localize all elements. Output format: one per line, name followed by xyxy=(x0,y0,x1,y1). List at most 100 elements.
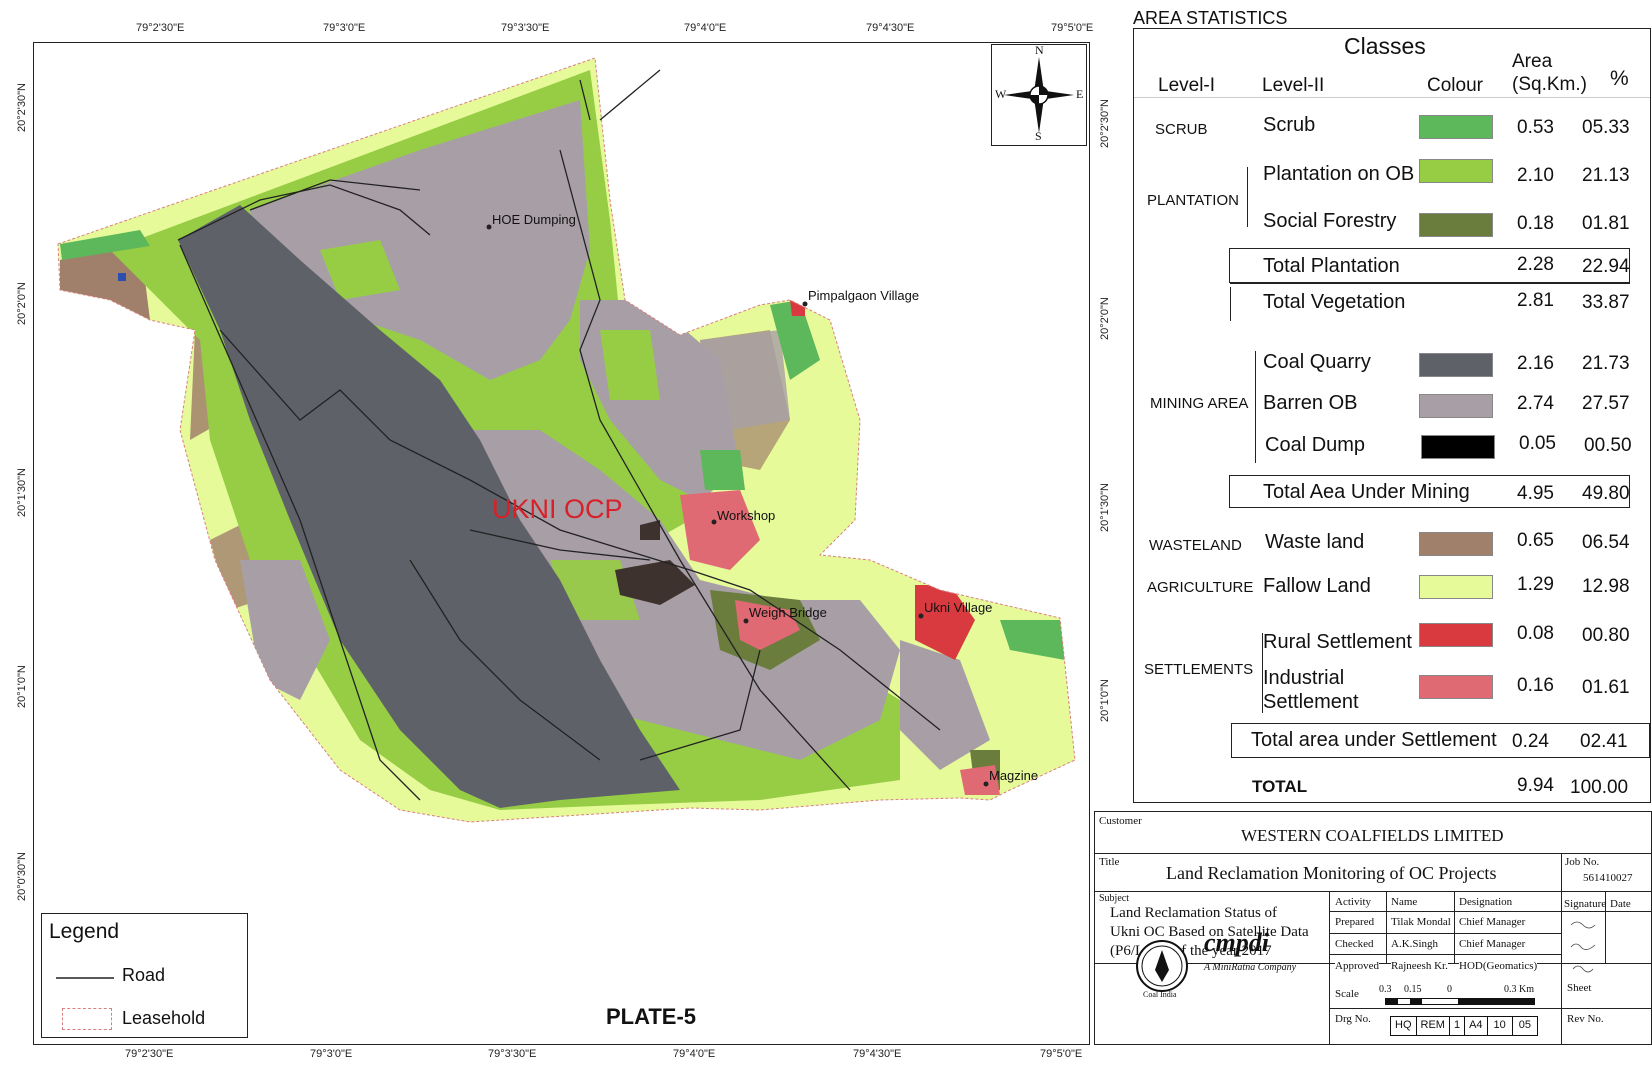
row-industrial-settlement-area: 0.16 xyxy=(1517,675,1554,696)
top-tick: 79°2'30"E xyxy=(136,22,185,34)
swatch-barren-ob xyxy=(1419,394,1493,418)
drg-cell: A4 xyxy=(1465,1017,1488,1035)
row-checked-activity: Checked xyxy=(1335,938,1374,950)
row-barren-ob-label: Barren OB xyxy=(1263,392,1358,414)
cmpdi-logo-text: cmpdi xyxy=(1204,928,1269,957)
total-vegetation-pct: 33.87 xyxy=(1582,292,1630,313)
row-waste-land-label: Waste land xyxy=(1265,531,1365,553)
swatch-fallow-land xyxy=(1419,575,1493,599)
colour-header: Colour xyxy=(1427,75,1483,96)
drg-label: Drg No. xyxy=(1335,1013,1371,1025)
row-industrial-settlement-label-2: Settlement xyxy=(1263,691,1359,713)
total-mining-area: 4.95 xyxy=(1517,483,1554,504)
scale-label: Scale xyxy=(1335,988,1359,1000)
row-coal-quarry-area: 2.16 xyxy=(1517,353,1554,374)
signature-marks xyxy=(1570,921,1596,973)
th-activity: Activity xyxy=(1335,896,1372,908)
right-tick: 20°1'0"N xyxy=(1099,679,1111,722)
total-vegetation-area: 2.81 xyxy=(1517,290,1554,311)
group-mining: MINING AREA xyxy=(1150,395,1249,412)
row-fallow-land-area: 1.29 xyxy=(1517,574,1554,595)
customer-name: WESTERN COALFIELDS LIMITED xyxy=(1241,826,1504,845)
group-wasteland: WASTELAND xyxy=(1149,537,1242,554)
row-coal-dump-label: Coal Dump xyxy=(1265,434,1366,456)
top-tick: 79°4'0"E xyxy=(684,22,727,34)
row-coal-quarry-pct: 21.73 xyxy=(1582,353,1630,374)
area-statistics: Classes Level-I Level-II Colour Area (Sq… xyxy=(1133,28,1651,803)
row-plantation-ob-label: Plantation on OB xyxy=(1263,163,1415,185)
row-barren-ob-pct: 27.57 xyxy=(1582,393,1630,414)
bottom-tick: 79°4'0"E xyxy=(673,1048,716,1060)
leasehold-box-icon xyxy=(62,1008,112,1030)
row-waste-land-pct: 06.54 xyxy=(1582,532,1630,553)
bottom-tick: 79°5'0"E xyxy=(1040,1048,1083,1060)
row-checked-designation: Chief Manager xyxy=(1459,938,1526,950)
drg-cell: 10 xyxy=(1488,1017,1513,1035)
bottom-tick: 79°4'30"E xyxy=(853,1048,902,1060)
west-label: W xyxy=(995,87,1007,101)
coal-quarry-area xyxy=(178,205,680,808)
row-waste-land-area: 0.65 xyxy=(1517,530,1554,551)
right-tick: 20°2'30"N xyxy=(1099,99,1111,148)
th-date: Date xyxy=(1610,898,1631,910)
total-settlement-label: Total area under Settlement xyxy=(1251,729,1497,751)
grand-total-area: 9.94 xyxy=(1517,775,1554,796)
rev-label: Rev No. xyxy=(1567,1013,1604,1025)
row-scrub-pct: 05.33 xyxy=(1582,117,1630,138)
place-magzine: Magzine xyxy=(989,768,1039,783)
top-tick: 79°4'30"E xyxy=(866,22,915,34)
customer-label: Customer xyxy=(1099,815,1142,827)
row-approved-designation: HOD(Geomatics) xyxy=(1459,960,1538,972)
row-social-forestry-label: Social Forestry xyxy=(1263,210,1397,232)
place-weigh-bridge: Weigh Bridge xyxy=(749,605,827,620)
row-rural-settlement-label: Rural Settlement xyxy=(1263,631,1412,653)
grand-total-label: TOTAL xyxy=(1252,777,1308,796)
subject-line-2: Ukni OC Based on Satellite Data xyxy=(1110,924,1309,940)
drg-cell: REM xyxy=(1417,1017,1450,1035)
level2-header: Level-II xyxy=(1262,75,1325,96)
subject-label: Subject xyxy=(1099,893,1129,904)
legend-road-label: Road xyxy=(122,965,166,985)
row-plantation-ob-pct: 21.13 xyxy=(1582,165,1630,186)
row-barren-ob-area: 2.74 xyxy=(1517,393,1554,414)
north-label: N xyxy=(1035,43,1044,57)
total-settlement-area: 0.24 xyxy=(1512,731,1549,752)
coal-india-text: Coal India xyxy=(1143,990,1177,999)
area-header: Area xyxy=(1512,51,1553,72)
roads xyxy=(177,69,941,801)
top-tick: 79°3'0"E xyxy=(323,22,366,34)
total-mining-box xyxy=(1229,475,1630,508)
place-workshop: Workshop xyxy=(717,508,776,523)
scale-bar xyxy=(1385,998,1535,1005)
row-rural-settlement-area: 0.08 xyxy=(1517,623,1554,644)
row-social-forestry-pct: 01.81 xyxy=(1582,213,1630,234)
total-plantation-label: Total Plantation xyxy=(1263,255,1400,277)
drg-number: HQ REM 1 A4 10 05 xyxy=(1390,1016,1539,1036)
scale-tick-2: 0.15 xyxy=(1404,984,1422,995)
th-signature: Signature xyxy=(1564,898,1607,910)
row-checked-name: A.K.Singh xyxy=(1391,938,1439,950)
coal-india-logo-icon xyxy=(1136,940,1188,992)
place-ukni-village: Ukni Village xyxy=(924,600,993,615)
legend: Legend Road Leasehold xyxy=(41,913,248,1038)
total-plantation-box xyxy=(1229,248,1630,283)
row-approved-name: Rajneesh Kr. xyxy=(1391,960,1448,972)
top-tick: 79°5'0"E xyxy=(1051,22,1094,34)
row-fallow-land-label: Fallow Land xyxy=(1263,575,1371,597)
north-arrow: N S W E xyxy=(991,43,1087,146)
row-social-forestry-area: 0.18 xyxy=(1517,213,1554,234)
th-name: Name xyxy=(1391,896,1418,908)
sheet-label: Sheet xyxy=(1567,982,1592,994)
grand-total-pct: 100.00 xyxy=(1570,777,1629,798)
map-title: UKNI OCP xyxy=(492,494,623,524)
classes-header: Classes xyxy=(1344,33,1426,59)
row-prepared-activity: Prepared xyxy=(1335,916,1375,928)
place-hoe-dumping: HOE Dumping xyxy=(492,212,576,227)
title-text: Land Reclamation Monitoring of OC Projec… xyxy=(1166,863,1497,883)
road-line-icon xyxy=(56,977,114,979)
row-fallow-land-pct: 12.98 xyxy=(1582,576,1630,597)
east-label: E xyxy=(1076,87,1084,101)
total-mining-label: Total Aea Under Mining xyxy=(1263,481,1470,503)
top-tick: 79°3'30"E xyxy=(501,22,550,34)
group-settlements: SETTLEMENTS xyxy=(1144,661,1254,678)
